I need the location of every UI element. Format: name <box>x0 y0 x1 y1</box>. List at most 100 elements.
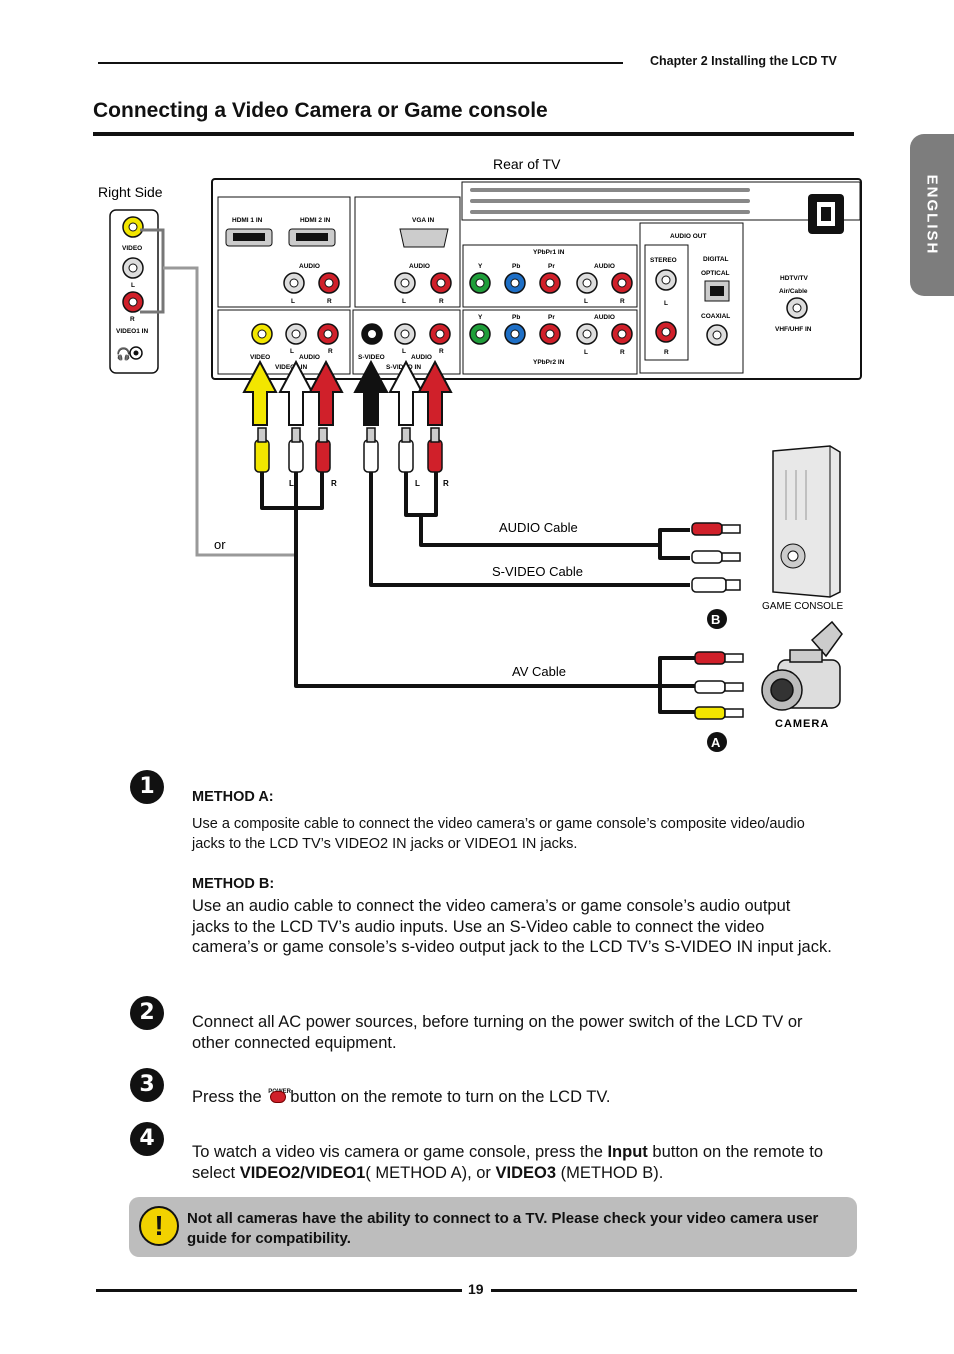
side-l-text: L <box>131 282 135 289</box>
warning-icon: ! <box>139 1206 179 1246</box>
right-side-label: Right Side <box>98 184 163 200</box>
power-button-icon: POWER <box>268 1089 291 1104</box>
svg-text:R: R <box>443 479 449 488</box>
svg-text:Pr: Pr <box>548 314 555 321</box>
rear-panel: HDMI 1 IN HDMI 2 IN AUDIO L R VGA IN AUD… <box>211 178 862 380</box>
svg-text:VIDEO2 IN: VIDEO2 IN <box>275 364 307 371</box>
svg-text:L: L <box>291 298 295 305</box>
svg-text:L: L <box>415 479 420 488</box>
audio-cable-label: AUDIO Cable <box>499 520 578 535</box>
svg-text:L: L <box>584 349 588 356</box>
svideo-cable-label: S-VIDEO Cable <box>492 564 583 579</box>
side-video-text: VIDEO <box>122 245 142 252</box>
step-3-line: Press the POWERbutton on the remote to t… <box>192 1087 832 1108</box>
step-4-text-2: button on the remote to select <box>192 1143 824 1182</box>
cables <box>260 472 695 714</box>
svg-text:R: R <box>620 349 625 356</box>
step-4-number: 4 <box>130 1122 164 1156</box>
step-1-number: 1 <box>130 770 164 804</box>
svg-text:R: R <box>328 348 333 355</box>
vga-port <box>399 228 449 248</box>
step-4-video3: VIDEO3 <box>495 1163 557 1182</box>
step-3-text-before: Press the <box>192 1088 262 1106</box>
svg-text:AUDIO: AUDIO <box>411 354 432 361</box>
step-4-text-4: (METHOD B). <box>560 1163 664 1182</box>
svg-text:YPbPr1 IN: YPbPr1 IN <box>533 249 565 256</box>
connection-arrows <box>242 359 453 426</box>
note-text: Not all cameras have the ability to conn… <box>187 1210 819 1247</box>
svg-text:Y: Y <box>478 263 483 270</box>
marker-b-text: B <box>711 612 720 627</box>
title-underline <box>93 132 854 136</box>
footer-rule-left <box>96 1289 462 1292</box>
connection-diagram: Rear of TV Right Side VIDEO L R VIDEO1 I… <box>98 156 862 752</box>
svg-text:L: L <box>290 348 294 355</box>
svg-text:YPbPr2 IN: YPbPr2 IN <box>533 359 565 366</box>
step-4-text-1: To watch a video vis camera or game cons… <box>192 1143 603 1161</box>
or-label: or <box>214 537 226 552</box>
note-box: ! Not all cameras have the ability to co… <box>129 1197 857 1257</box>
footer-rule-right <box>491 1289 857 1292</box>
header-rule <box>98 62 623 64</box>
svg-text:L: L <box>664 300 668 307</box>
marker-b-badge <box>707 609 727 629</box>
svg-text:S-VIDEO: S-VIDEO <box>358 354 385 361</box>
svg-text:R: R <box>439 348 444 355</box>
side-bracket <box>140 228 165 314</box>
cable-plugs <box>254 427 443 473</box>
svg-text:Pb: Pb <box>512 263 520 270</box>
svg-text:R: R <box>331 479 337 488</box>
av-cable-label: AV Cable <box>512 664 566 679</box>
right-side-panel: VIDEO L R VIDEO1 IN 🎧 <box>109 209 159 374</box>
svg-text:Air/Cable: Air/Cable <box>779 288 808 295</box>
svg-text:AUDIO: AUDIO <box>299 263 320 270</box>
rear-of-tv-label: Rear of TV <box>493 156 561 172</box>
language-tab: ENGLISH <box>910 134 954 296</box>
method-a-text: Use a composite cable to connect the vid… <box>192 816 805 852</box>
step-4-video21: VIDEO2/VIDEO1 <box>239 1163 366 1182</box>
headphone-icon: 🎧 <box>116 347 131 361</box>
svg-text:AUDIO OUT: AUDIO OUT <box>670 233 707 240</box>
side-connector-line <box>163 266 295 557</box>
svg-text:COAXIAL: COAXIAL <box>701 313 730 320</box>
device-plugs <box>691 522 744 720</box>
method-a-title: METHOD A: <box>192 789 274 805</box>
method-b-text: Use an audio cable to connect the video … <box>192 897 832 956</box>
side-r-text: R <box>130 316 135 323</box>
game-console-label: GAME CONSOLE <box>762 601 843 612</box>
marker-a-badge <box>707 732 727 752</box>
svg-text:HDMI 1 IN: HDMI 1 IN <box>232 217 263 224</box>
camera-label: CAMERA <box>775 718 829 730</box>
svg-text:R: R <box>664 349 669 356</box>
page-number: 19 <box>468 1281 484 1297</box>
svg-text:VIDEO: VIDEO <box>250 354 270 361</box>
svg-text:VHF/UHF IN: VHF/UHF IN <box>775 326 812 333</box>
step-4-input: Input <box>607 1143 648 1161</box>
svg-text:L: L <box>584 298 588 305</box>
svg-text:Y: Y <box>478 314 483 321</box>
svg-text:AUDIO: AUDIO <box>594 314 615 321</box>
side-video1-in-text: VIDEO1 IN <box>116 328 148 335</box>
page-title: Connecting a Video Camera or Game consol… <box>93 99 548 122</box>
step-2-number: 2 <box>130 996 164 1030</box>
svg-text:Pb: Pb <box>512 314 520 321</box>
svg-text:Pr: Pr <box>548 263 555 270</box>
svg-text:AUDIO: AUDIO <box>299 354 320 361</box>
svg-text:STEREO: STEREO <box>650 257 677 264</box>
svg-text:VGA IN: VGA IN <box>412 217 434 224</box>
svg-text:L: L <box>402 298 406 305</box>
svg-text:HDMI 2 IN: HDMI 2 IN <box>300 217 331 224</box>
svg-text:AUDIO: AUDIO <box>594 263 615 270</box>
svg-text:HDTV/TV: HDTV/TV <box>780 275 808 282</box>
step-3-text-after: button on the remote to turn on the LCD … <box>290 1088 611 1106</box>
chapter-heading: Chapter 2 Installing the LCD TV <box>650 54 837 68</box>
svg-text:AUDIO: AUDIO <box>409 263 430 270</box>
svg-text:DIGITAL: DIGITAL <box>703 256 729 263</box>
svg-text:R: R <box>439 298 444 305</box>
svg-text:OPTICAL: OPTICAL <box>701 270 730 277</box>
svg-text:L: L <box>402 348 406 355</box>
method-b-title: METHOD B: <box>192 876 275 892</box>
step-4-text-3: ( METHOD A), or <box>365 1163 491 1182</box>
svg-text:L: L <box>289 479 294 488</box>
step-4-text: To watch a video vis camera or game cons… <box>192 1142 842 1183</box>
